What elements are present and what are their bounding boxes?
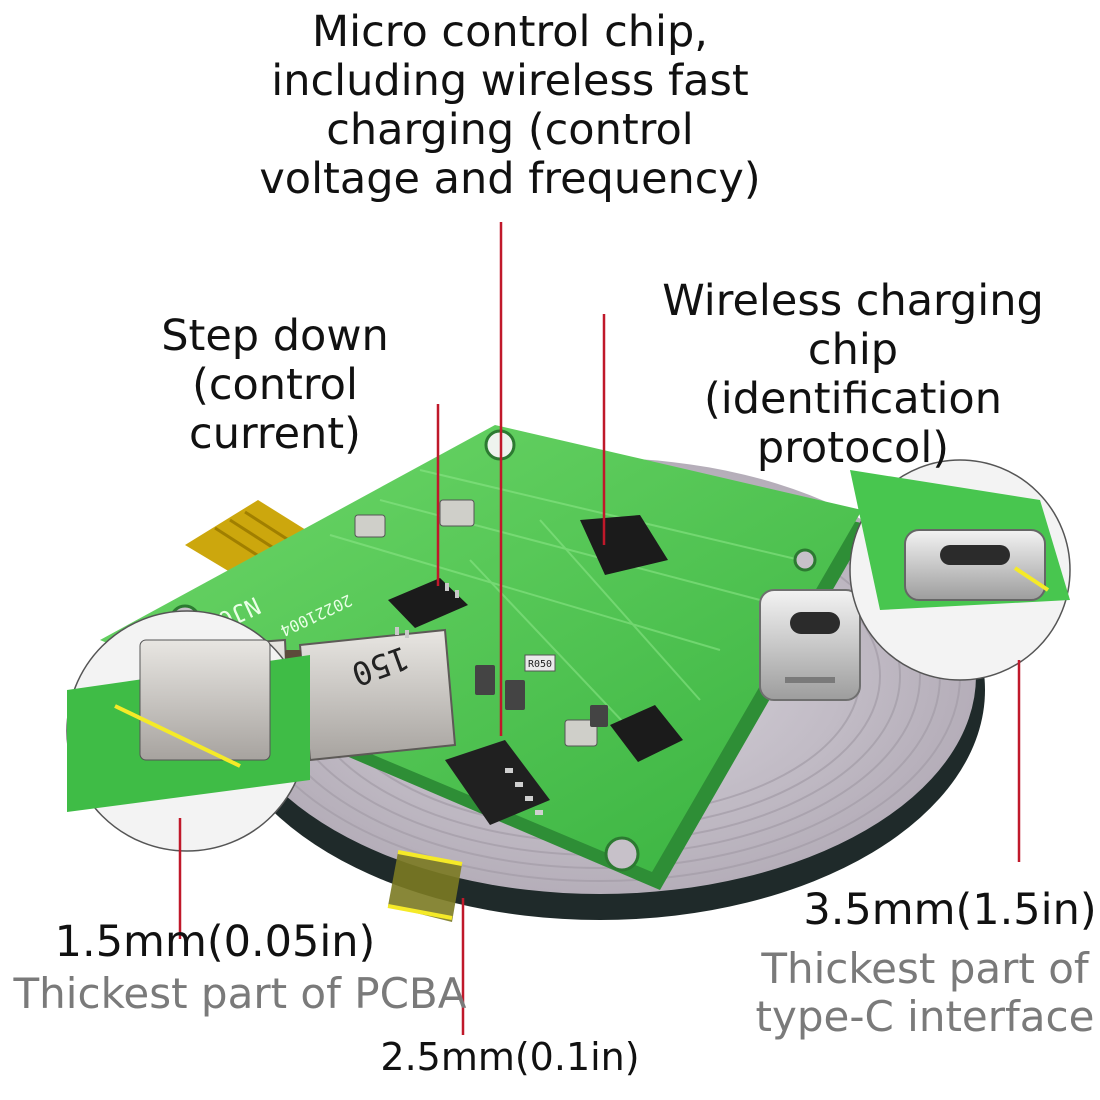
step-down-label: Step down (control current) [161, 311, 389, 460]
kapton-tape-bottom [387, 850, 463, 922]
micro-control-chip-label: Micro control chip, including wireless f… [259, 7, 761, 205]
wireless-charging-chip-label: Wireless charging chip (identification p… [662, 276, 1044, 474]
micro-control-chip [445, 740, 550, 825]
wireless-charging-chip [580, 515, 668, 575]
magnifier-right [849, 459, 1071, 681]
resistor-marking: R050 [528, 659, 552, 670]
magnifier-left [66, 610, 310, 852]
inductor-right: 150 [298, 628, 457, 762]
typec-thickness-value: 3.5mm(1.5in) [803, 885, 1097, 935]
leader-lines [178, 222, 1021, 1035]
usb-typec-connector [759, 589, 861, 701]
pcba-thickness-caption: Thickest part of PCBA [13, 969, 467, 1018]
coil-thickness-value: 2.5mm(0.1in) [380, 1035, 640, 1079]
typec-thickness-caption: Thickest part of type-C interface [755, 944, 1095, 1041]
mosfet-chip [610, 705, 683, 762]
step-down-chip [388, 578, 468, 638]
pcba-thickness-value: 1.5mm(0.05in) [54, 917, 376, 967]
small-components: R050 [285, 499, 608, 747]
